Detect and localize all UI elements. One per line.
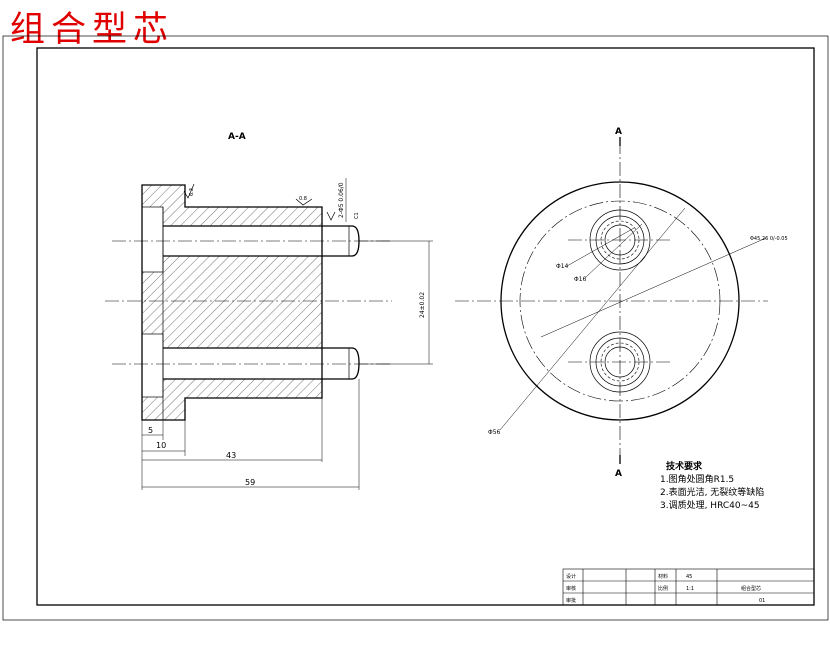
tb-material-value: 45 bbox=[686, 574, 692, 580]
surface-mark-flange-value: 6.3 bbox=[189, 188, 195, 196]
outer-dia-leader bbox=[499, 207, 686, 431]
dim-43: 43 bbox=[226, 451, 236, 460]
section-hatch bbox=[142, 185, 322, 420]
dim-fit: 2-Φ5 0.06/0 bbox=[338, 182, 345, 218]
dim-d14: Φ14 bbox=[556, 263, 569, 270]
drawing-title: 组合型芯 bbox=[10, 10, 175, 50]
tb-scale-label: 比例 bbox=[658, 585, 668, 592]
pin-spacing-dimension: 24±0.02 bbox=[359, 240, 433, 365]
sheet-border bbox=[2, 35, 829, 621]
surface-mark-shoulder bbox=[326, 211, 336, 221]
cut-mark-top: A bbox=[615, 127, 622, 137]
technical-notes: 技术要求 1.图角处圆角R1.5 2.表面光洁, 无裂纹等缺陷 3.调质处理, … bbox=[660, 460, 764, 511]
tb-material-label: 材料 bbox=[658, 573, 668, 580]
title-block: 设计 审核 审批 材料 45 比例 1:1 组合型芯 01 bbox=[562, 568, 815, 606]
horizontal-dimensions: 5 10 43 59 bbox=[141, 379, 360, 490]
d14-leader bbox=[566, 227, 635, 267]
d16-leader bbox=[584, 223, 643, 279]
dim-pin-spacing: 24±0.02 bbox=[419, 292, 426, 318]
surface-mark-body-value: 0.8 bbox=[299, 196, 307, 202]
dim-d16: Φ16 bbox=[574, 276, 587, 283]
dim-outer: Φ56 bbox=[488, 429, 501, 436]
dim-5: 5 bbox=[148, 426, 153, 435]
end-view: A A Φ45.26 0/-0.05 Φ14 Φ16 Φ56 bbox=[455, 127, 788, 479]
surface-mark-body bbox=[295, 198, 313, 206]
pcd-leader bbox=[540, 237, 767, 338]
tb-scale-value: 1:1 bbox=[686, 586, 694, 592]
drawing-frame bbox=[36, 47, 815, 606]
dim-pcd: Φ45.26 0/-0.05 bbox=[750, 236, 788, 242]
tb-part-name: 组合型芯 bbox=[741, 585, 761, 592]
tb-review-label: 审核 bbox=[566, 585, 576, 592]
tb-design-label: 设计 bbox=[566, 573, 576, 580]
upper-pin-head bbox=[141, 206, 164, 273]
note-1: 1.图角处圆角R1.5 bbox=[660, 473, 734, 485]
dim-10: 10 bbox=[156, 441, 166, 450]
note-3: 3.调质处理, HRC40~45 bbox=[660, 499, 760, 511]
chamfer-note: C1 bbox=[354, 212, 360, 219]
lower-pin bbox=[163, 347, 360, 380]
cut-mark-bottom: A bbox=[615, 469, 622, 479]
tb-approve-label: 审批 bbox=[566, 597, 576, 604]
section-view: A-A 5 10 43 bbox=[105, 132, 433, 490]
lower-pin-head bbox=[141, 333, 164, 398]
notes-heading: 技术要求 bbox=[666, 460, 703, 472]
tb-drawing-no: 01 bbox=[759, 598, 765, 604]
surface-mark-flange bbox=[183, 183, 195, 199]
note-2: 2.表面光洁, 无裂纹等缺陷 bbox=[660, 486, 764, 498]
dim-59: 59 bbox=[245, 478, 255, 487]
section-label: A-A bbox=[228, 132, 246, 142]
